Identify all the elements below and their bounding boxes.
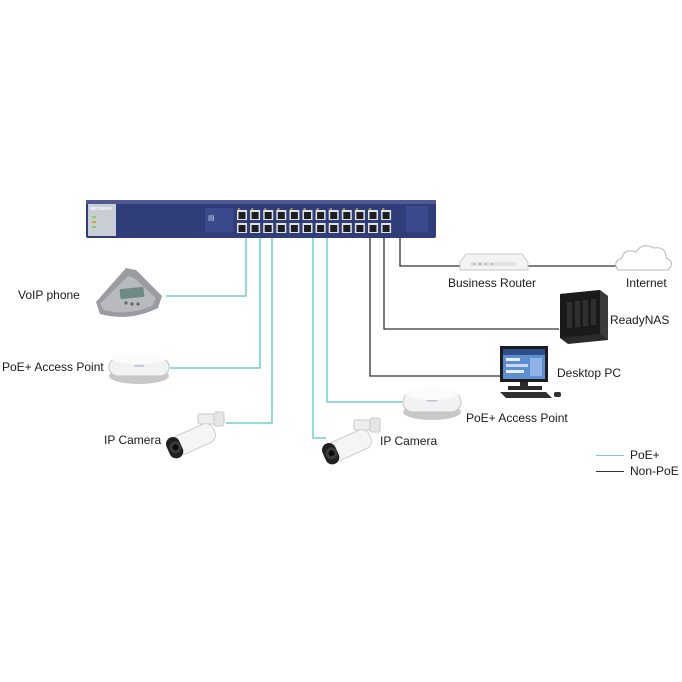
- network-switch-icon: NETGEAR ▤: [86, 200, 436, 238]
- legend-nonpoe-label: Non-PoE: [630, 464, 679, 478]
- switch-port-socket: [343, 212, 351, 219]
- nonpoe-line-desktop: [369, 236, 500, 377]
- cloud-icon: [615, 245, 672, 271]
- svg-text:▤: ▤: [208, 215, 215, 222]
- switch-port-led: [369, 208, 372, 210]
- switch-port-led: [277, 208, 280, 210]
- switch-port-socket: [304, 212, 311, 219]
- switch-port-led: [329, 208, 332, 210]
- switch-port-socket: [356, 212, 364, 219]
- legend-poe-label: PoE+: [630, 448, 660, 462]
- switch-port-led: [251, 208, 254, 210]
- legend-nonpoe: Non-PoE: [596, 464, 679, 478]
- wireless-access-point-icon-right: [402, 388, 462, 420]
- switch-port-socket: [317, 225, 325, 232]
- switch-brand: NETGEAR: [90, 206, 113, 211]
- switch-port-socket: [290, 225, 298, 232]
- switch-port-socket: [382, 212, 390, 219]
- label-ip-camera-right: IP Camera: [380, 434, 438, 448]
- label-desktop-pc: Desktop PC: [557, 366, 622, 380]
- switch-port-led: [303, 208, 306, 210]
- legend-poe: PoE+: [596, 448, 660, 462]
- switch-port-socket: [369, 212, 377, 219]
- label-voip-phone: VoIP phone: [18, 288, 80, 302]
- bullet-camera-icon: [166, 411, 225, 459]
- label-internet: Internet: [626, 276, 667, 290]
- switch-port-socket: [264, 225, 272, 232]
- switch-port-socket: [304, 225, 311, 232]
- switch-port-socket: [238, 212, 246, 219]
- nonpoe-line-router: [399, 236, 460, 267]
- switch-port-led: [382, 208, 385, 210]
- poe-line-camera-right: [312, 236, 326, 439]
- label-access-point-left: PoE+ Access Point: [2, 360, 104, 374]
- switch-ports: [237, 208, 392, 233]
- switch-port-socket: [317, 212, 325, 219]
- switch-port-led: [264, 208, 267, 210]
- switch-port-led: [290, 208, 293, 210]
- switch-port-led: [316, 208, 319, 210]
- nonpoe-connections: [369, 236, 622, 377]
- switch-port-led: [238, 208, 241, 210]
- label-access-point-right: PoE+ Access Point: [466, 411, 568, 425]
- switch-port-led: [355, 208, 359, 210]
- switch-port-socket: [277, 225, 285, 232]
- switch-port-socket: [238, 225, 246, 232]
- switch-port-socket: [277, 212, 285, 219]
- label-ip-camera-left: IP Camera: [104, 433, 162, 447]
- poe-line-camera-left: [226, 236, 273, 424]
- poe-line-access-point-right: [326, 236, 402, 403]
- legend-poe-swatch: [596, 454, 624, 456]
- switch-port-socket: [382, 225, 390, 232]
- desktop-computer-icon: [500, 346, 561, 398]
- legend-nonpoe-swatch: [596, 470, 624, 472]
- switch-port-socket: [330, 212, 338, 219]
- switch-port-socket: [290, 212, 298, 219]
- switch-port-socket: [356, 225, 364, 232]
- switch-port-socket: [251, 212, 259, 219]
- switch-port-socket: [264, 212, 272, 219]
- poe-line-access-point-left: [170, 236, 261, 369]
- switch-port-led: [342, 208, 345, 210]
- poe-connections: [166, 236, 402, 439]
- bullet-camera-icon-right: [322, 417, 381, 465]
- nonpoe-line-readynas: [383, 236, 559, 330]
- switch-port-socket: [343, 225, 351, 232]
- label-readynas: ReadyNAS: [610, 313, 670, 327]
- poe-line-voip: [166, 236, 247, 297]
- conference-phone-icon: [96, 268, 162, 317]
- switch-port-socket: [330, 225, 338, 232]
- nas-storage-icon: [560, 290, 608, 344]
- switch-port-socket: [369, 225, 377, 232]
- switch-port-socket: [251, 225, 259, 232]
- wireless-access-point-icon: [108, 354, 170, 384]
- label-business-router: Business Router: [448, 276, 537, 290]
- router-icon: [459, 253, 529, 271]
